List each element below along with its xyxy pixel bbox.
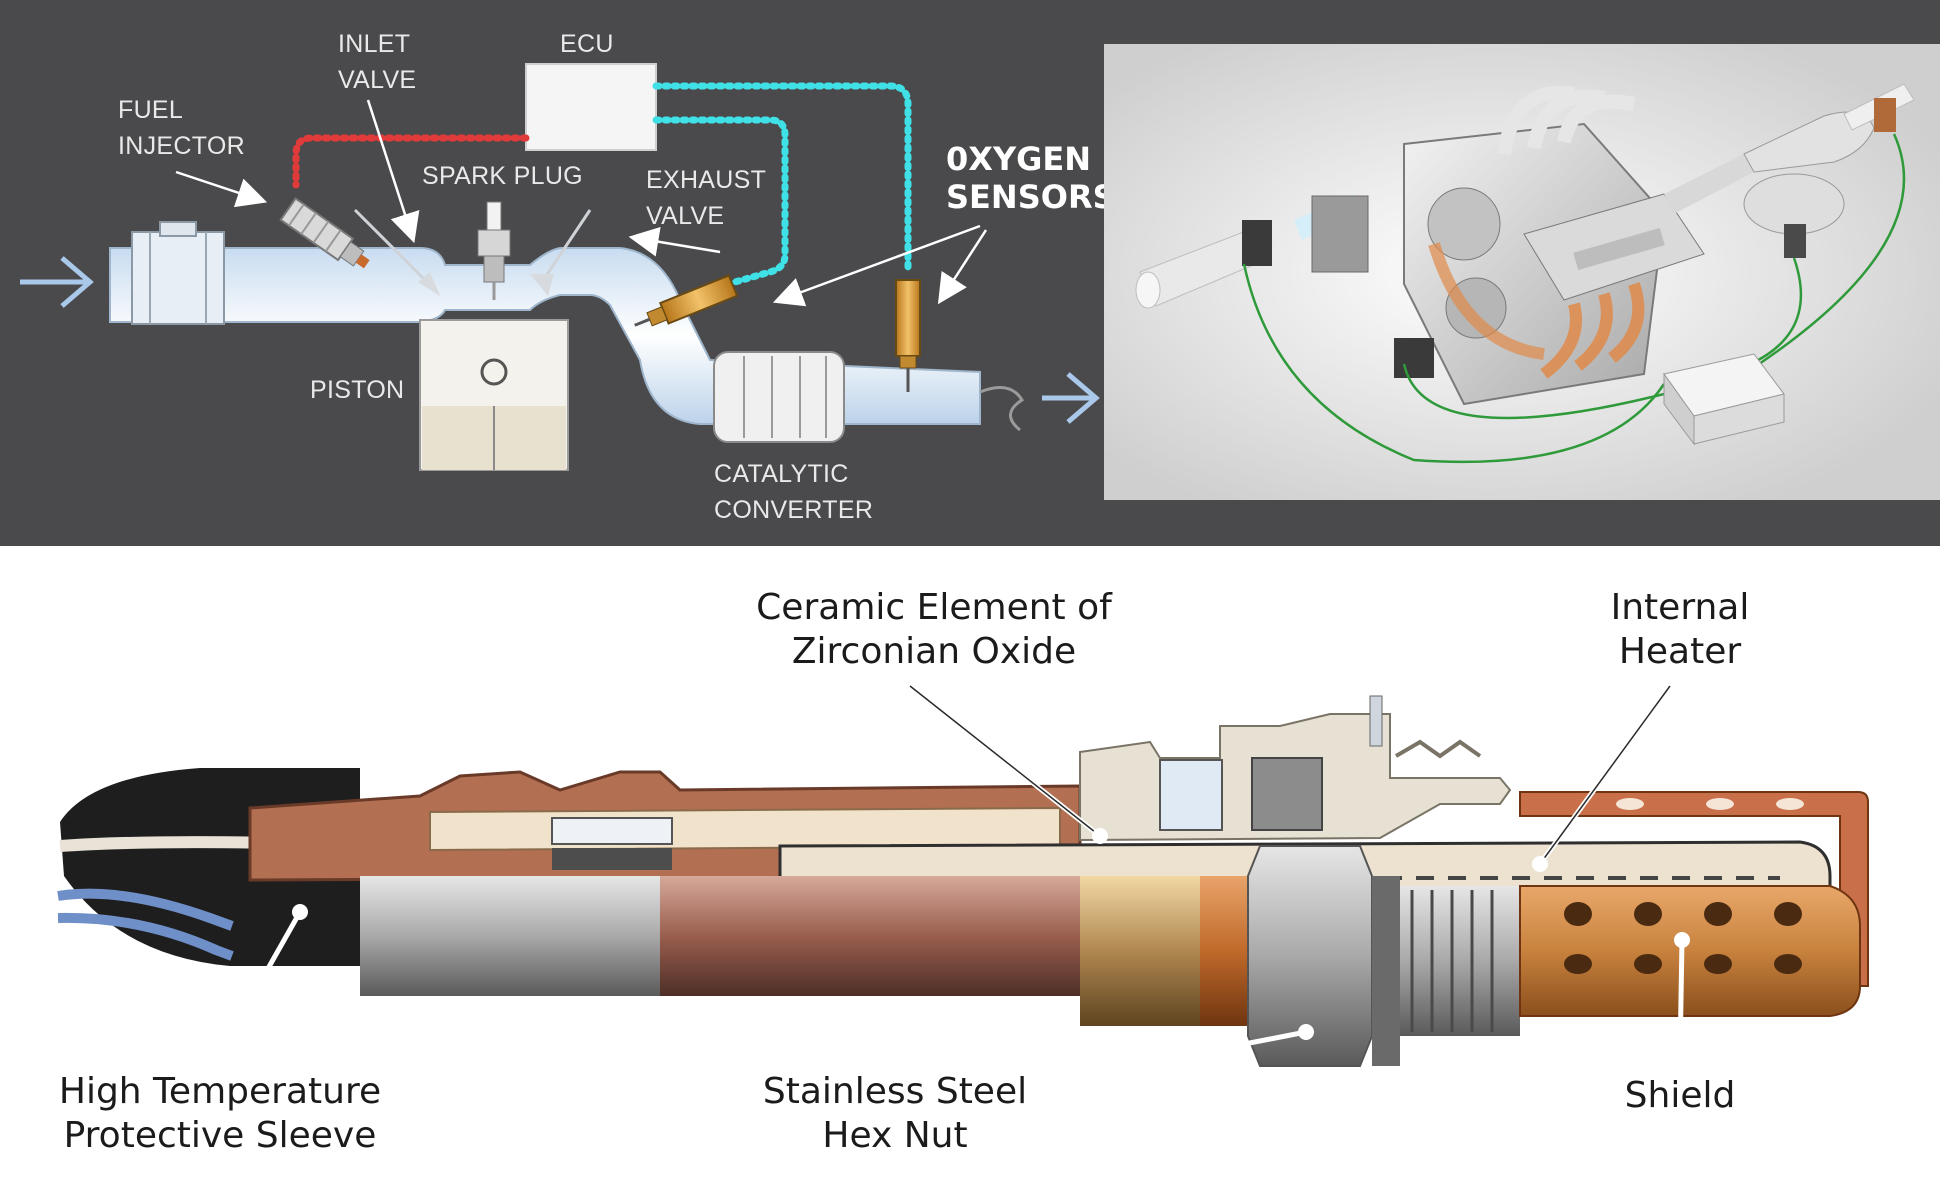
render-sensor-module [1394,338,1434,378]
sleeve-label: High Temperature Protective Sleeve [58,1071,382,1156]
intake-runners [1497,85,1636,156]
exhaust-smoke [979,386,1025,432]
piston [419,319,569,471]
exhaust-manifold [1540,282,1645,379]
internal-heater-label: Internal Heater [1610,587,1750,672]
exhaust-valve-label: EXHAUST VALVE [646,166,767,230]
inlet-valve-label: INLET VALVE [338,30,417,94]
downstream-sensor-line [652,82,912,276]
sensor-lower-body [360,876,1260,1026]
shield-label: Shield [1624,1075,1736,1116]
oxygen-sensors-label: 0XYGEN SENSORS [946,140,1116,216]
hex-nut-label: Stainless Steel Hex Nut [762,1071,1028,1156]
ceramic-element-label: Ceramic Element of Zirconian Oxide [756,587,1112,672]
catalytic-converter [713,351,845,443]
engine-render-panel [1104,44,1940,500]
label-pointers [175,99,988,307]
sleeve-marker [292,904,308,920]
render-oxygen-sensor-a [1874,98,1896,132]
exhaust-valve [530,209,592,296]
cutaway-leader-lines-outline [909,685,1671,865]
fuel-injector [279,197,370,269]
ecu-box [525,63,657,151]
render-ecu-module [1663,353,1785,446]
fuel-injector-label: FUEL INJECTOR [118,96,245,160]
shield-lower [1519,885,1861,1017]
intake-flow-arrow [20,256,94,308]
catalytic-converter-label: CATALYTIC CONVERTER [714,460,874,524]
throttle-body [1242,195,1369,273]
downstream-oxygen-sensor [895,279,921,392]
spark-plug-label: SPARK PLUG [422,162,583,190]
inlet-valve [353,208,440,296]
hex-nut-marker [1298,1024,1314,1040]
fuel-signal-line [292,134,530,189]
threaded-body [1400,886,1520,1036]
shield-marker [1674,932,1690,948]
upstream-oxygen-sensor [634,274,739,327]
ceramic-element-marker [1092,828,1108,844]
internal-heater-marker [1532,856,1548,872]
exhaust-flow-arrow [1042,372,1100,424]
engine-schematic-drawing [20,63,1100,471]
sensor-seat [1079,695,1512,842]
hex-nut [1247,845,1400,1067]
piston-label: PISTON [310,376,405,404]
exhaust-pipe [1664,83,1915,235]
render-oxygen-sensor-b [1784,224,1806,258]
upstream-sensor-line [652,116,789,296]
engine-schematic-panel: FUEL INJECTOR INLET VALVE ECU SPARK PLUG… [0,0,1940,546]
ecu-label: ECU [560,30,614,58]
spark-plug [477,201,511,300]
sensor-cutaway-drawing [57,684,1869,1083]
air-flow-housing [131,221,225,325]
